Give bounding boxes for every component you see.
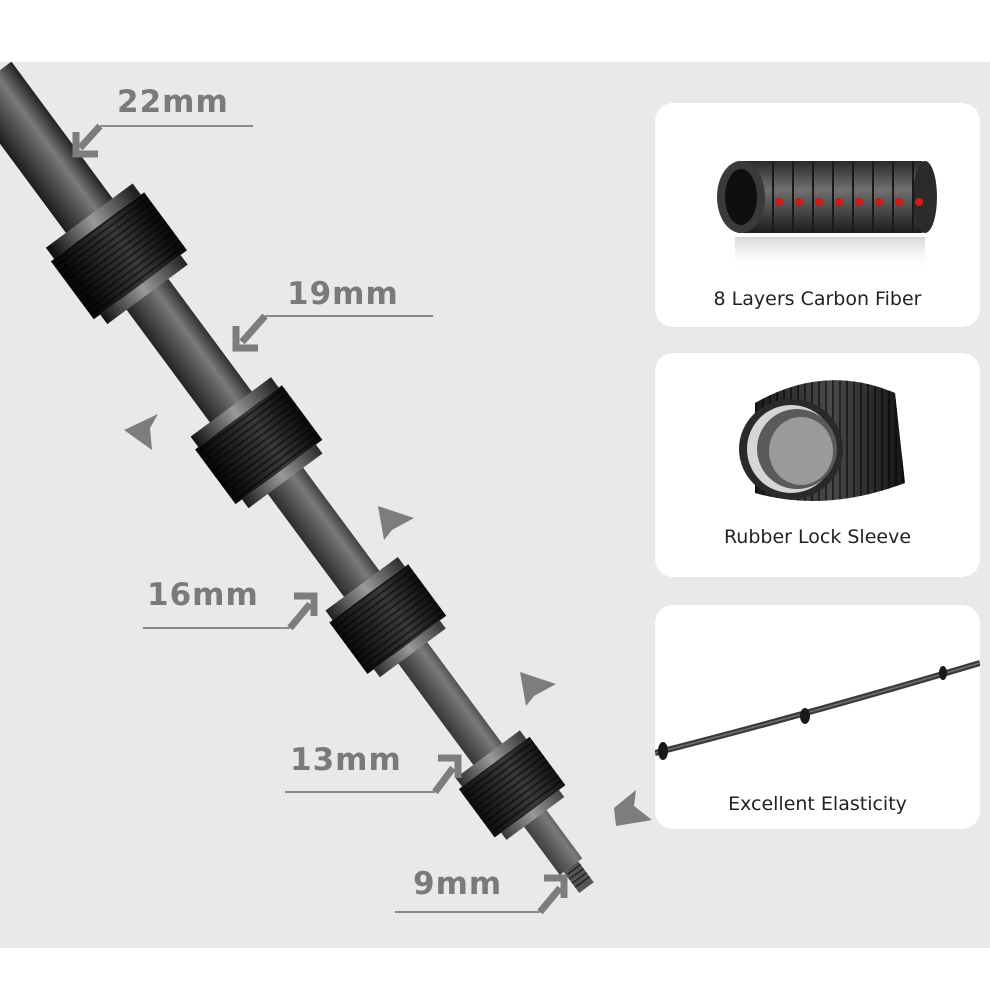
- feature-card-elasticity: Excellent Elasticity: [655, 605, 980, 829]
- lock-collar-3: [325, 556, 447, 678]
- feature-caption: Excellent Elasticity: [728, 793, 907, 815]
- size-label-22mm: 22mm: [117, 84, 229, 120]
- feature-card-carbon-fiber: 8 Layers Carbon Fiber: [655, 103, 980, 327]
- size-label-9mm: 9mm: [413, 866, 503, 902]
- feature-caption: Rubber Lock Sleeve: [723, 526, 912, 548]
- arrow-16mm: [287, 592, 318, 631]
- arrow-9mm: [537, 874, 568, 915]
- bent-pole-icon: [655, 660, 980, 760]
- screw-tip: [563, 861, 594, 893]
- chevron-joint-1: [124, 414, 158, 450]
- carbon-tube-layers-icon: [717, 161, 937, 271]
- size-label-19mm: 19mm: [287, 276, 399, 312]
- feature-caption: 8 Layers Carbon Fiber: [713, 288, 922, 310]
- size-label-16mm: 16mm: [147, 577, 259, 613]
- lock-collar-1: [45, 183, 188, 325]
- chevron-joint-4: [614, 790, 652, 826]
- chevron-joint-2: [378, 506, 414, 540]
- arrow-22mm: [72, 123, 103, 158]
- feature-card-lock-sleeve: Rubber Lock Sleeve: [655, 353, 980, 577]
- lock-collar-4: [455, 730, 566, 840]
- arrow-19mm: [232, 313, 268, 352]
- lock-collar-2: [190, 377, 323, 509]
- size-label-13mm: 13mm: [290, 742, 402, 778]
- arrow-13mm: [432, 754, 462, 795]
- chevron-joint-3: [520, 672, 556, 706]
- rubber-sleeve-icon: [739, 380, 905, 501]
